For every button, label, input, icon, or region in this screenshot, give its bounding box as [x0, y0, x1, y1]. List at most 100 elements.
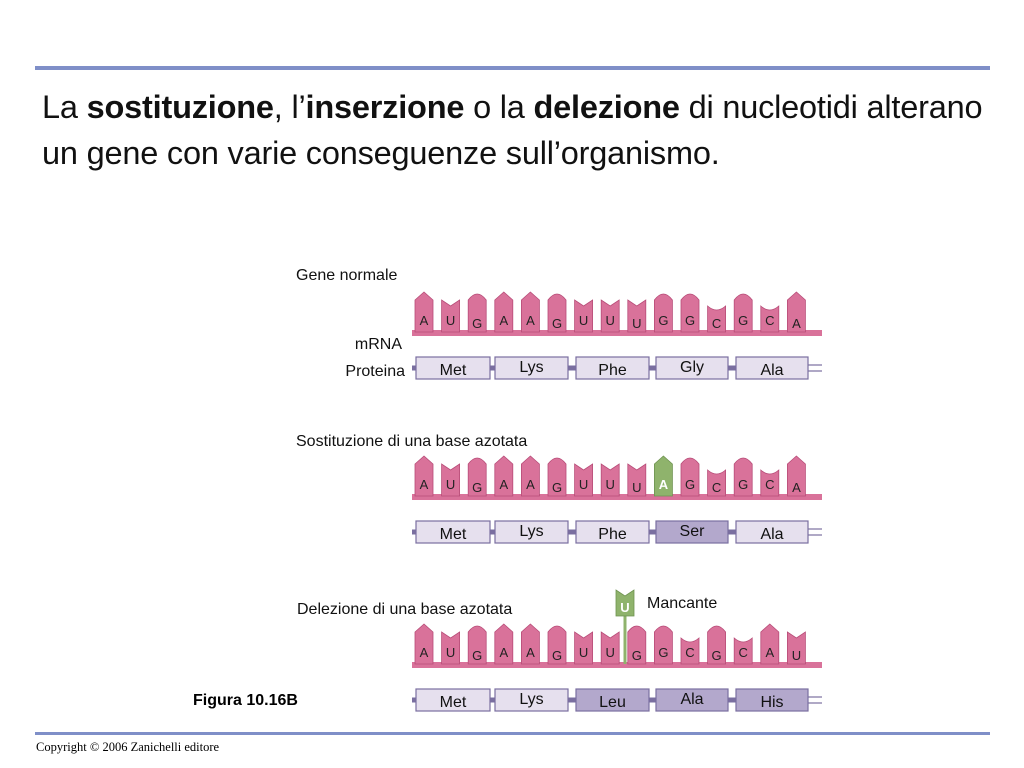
panel-heading: Delezione di una base azotata [297, 601, 512, 618]
nucleotide-label: G [685, 477, 695, 492]
panel-heading: Gene normale [296, 267, 397, 284]
amino-acid-label: Leu [599, 694, 626, 711]
mrna-backbone [412, 494, 822, 500]
nucleotide-label: C [765, 477, 774, 492]
nucleotide-U [441, 299, 460, 333]
nucleotide-A [494, 291, 514, 333]
amino-acid-his [735, 688, 809, 712]
title-text: di nucleotidi alterano un gene con varie… [42, 89, 983, 171]
nucleotide-U [600, 299, 620, 333]
nucleotide-A [521, 455, 540, 497]
title-keyword: delezione [533, 89, 680, 125]
nucleotide-U [574, 631, 593, 665]
missing-nucleotide-U [615, 589, 635, 617]
nucleotide-G [733, 457, 753, 497]
nucleotide-label: G [738, 313, 748, 328]
amino-acid-label: Lys [519, 359, 543, 376]
mrna-label: mRNA [355, 336, 402, 353]
nucleotide-U [441, 631, 460, 665]
nucleotide-label: G [472, 648, 482, 663]
amino-acid-ala [735, 356, 809, 380]
amino-acid-met [415, 520, 491, 544]
amino-acid-lys [494, 520, 569, 544]
nucleotide-U [574, 299, 593, 333]
nucleotide-A [414, 623, 434, 665]
amino-acid-leu [575, 688, 650, 712]
amino-acid-met [415, 356, 491, 380]
amino-acid-lys [494, 356, 569, 380]
nucleotide-G [680, 457, 700, 497]
nucleotide-label: U [792, 648, 801, 663]
title-text: o la [464, 89, 534, 125]
nucleotide-G [467, 625, 487, 665]
amino-acid-ser [655, 520, 729, 544]
nucleotide-label: G [552, 648, 562, 663]
amino-acid-lys [494, 688, 569, 712]
nucleotide-C [760, 305, 780, 333]
nucleotide-label: G [712, 648, 722, 663]
amino-acid-label: Lys [519, 691, 543, 708]
nucleotide-C [733, 637, 753, 665]
amino-acid-label: Phe [598, 362, 627, 379]
nucleotide-G [707, 625, 726, 665]
nucleotide-label: U [606, 313, 615, 328]
nucleotide-label: U [579, 477, 588, 492]
nucleotide-G [654, 293, 673, 333]
nucleotide-C [707, 305, 726, 333]
nucleotide-U [787, 631, 806, 665]
nucleotide-G [547, 457, 567, 497]
amino-acid-met [415, 688, 491, 712]
slide-title: La sostituzione, l’inserzione o la delez… [42, 84, 1002, 176]
nucleotide-label: A [499, 645, 508, 660]
nucleotide-label: G [552, 480, 562, 495]
nucleotide-A [654, 455, 673, 497]
bottom-rule [35, 732, 990, 735]
amino-acid-label: Gly [680, 359, 704, 376]
nucleotide-label: A [792, 316, 801, 331]
nucleotide-A [414, 455, 434, 497]
nucleotide-G [680, 293, 700, 333]
nucleotide-G [654, 625, 673, 665]
nucleotide-A [521, 623, 540, 665]
nucleotide-A [787, 455, 806, 497]
amino-acid-label: Ala [760, 526, 783, 543]
title-keyword: inserzione [305, 89, 465, 125]
figure-label: Figura 10.16B [193, 692, 298, 709]
amino-acid-label: Ala [760, 362, 783, 379]
nucleotide-label: A [526, 645, 535, 660]
nucleotide-label: A [765, 645, 774, 660]
amino-acid-gly [655, 356, 729, 380]
amino-acid-label: Ala [680, 691, 703, 708]
amino-acid-ala [655, 688, 729, 712]
amino-acid-label: Met [440, 694, 467, 711]
nucleotide-label: A [659, 477, 669, 492]
title-keyword: sostituzione [86, 89, 274, 125]
nucleotide-label: G [685, 313, 695, 328]
nucleotide-C [680, 637, 700, 665]
amino-acid-label: Met [440, 362, 467, 379]
amino-acid-label: Ser [680, 523, 706, 540]
nucleotide-A [521, 291, 540, 333]
nucleotide-label: U [632, 316, 641, 331]
nucleotide-A [787, 291, 806, 333]
nucleotide-A [414, 291, 434, 333]
amino-acid-phe [575, 356, 650, 380]
nucleotide-label: A [526, 477, 535, 492]
amino-acid-label: Phe [598, 526, 627, 543]
nucleotide-G [627, 625, 647, 665]
nucleotide-label: A [420, 313, 429, 328]
copyright-text: Copyright © 2006 Zanichelli editore [36, 740, 220, 754]
nucleotide-label: G [552, 316, 562, 331]
nucleotide-label: G [658, 645, 668, 660]
nucleotide-label: U [632, 480, 641, 495]
nucleotide-G [547, 293, 567, 333]
nucleotide-label: U [446, 477, 455, 492]
nucleotide-G [467, 293, 487, 333]
nucleotide-U [600, 631, 620, 665]
nucleotide-label: A [499, 313, 508, 328]
nucleotide-label: G [738, 477, 748, 492]
protein-label: Proteina [345, 363, 405, 380]
amino-acid-label: Lys [519, 523, 543, 540]
